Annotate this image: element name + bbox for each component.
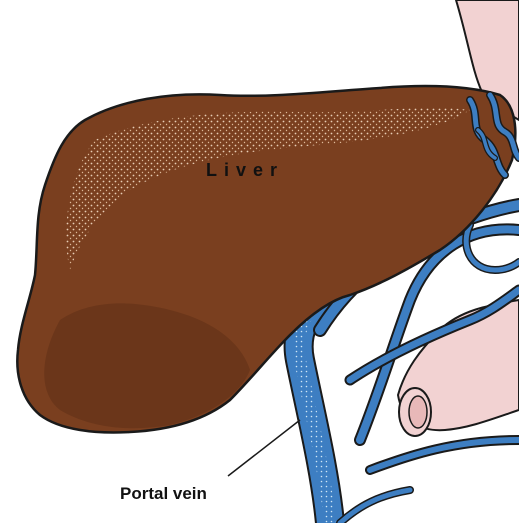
liver-label: Liver xyxy=(206,160,284,181)
cut-vessel-ring xyxy=(399,388,431,436)
portal-vein-label: Portal vein xyxy=(120,484,207,504)
portal-vein-leader-line xyxy=(228,420,300,476)
